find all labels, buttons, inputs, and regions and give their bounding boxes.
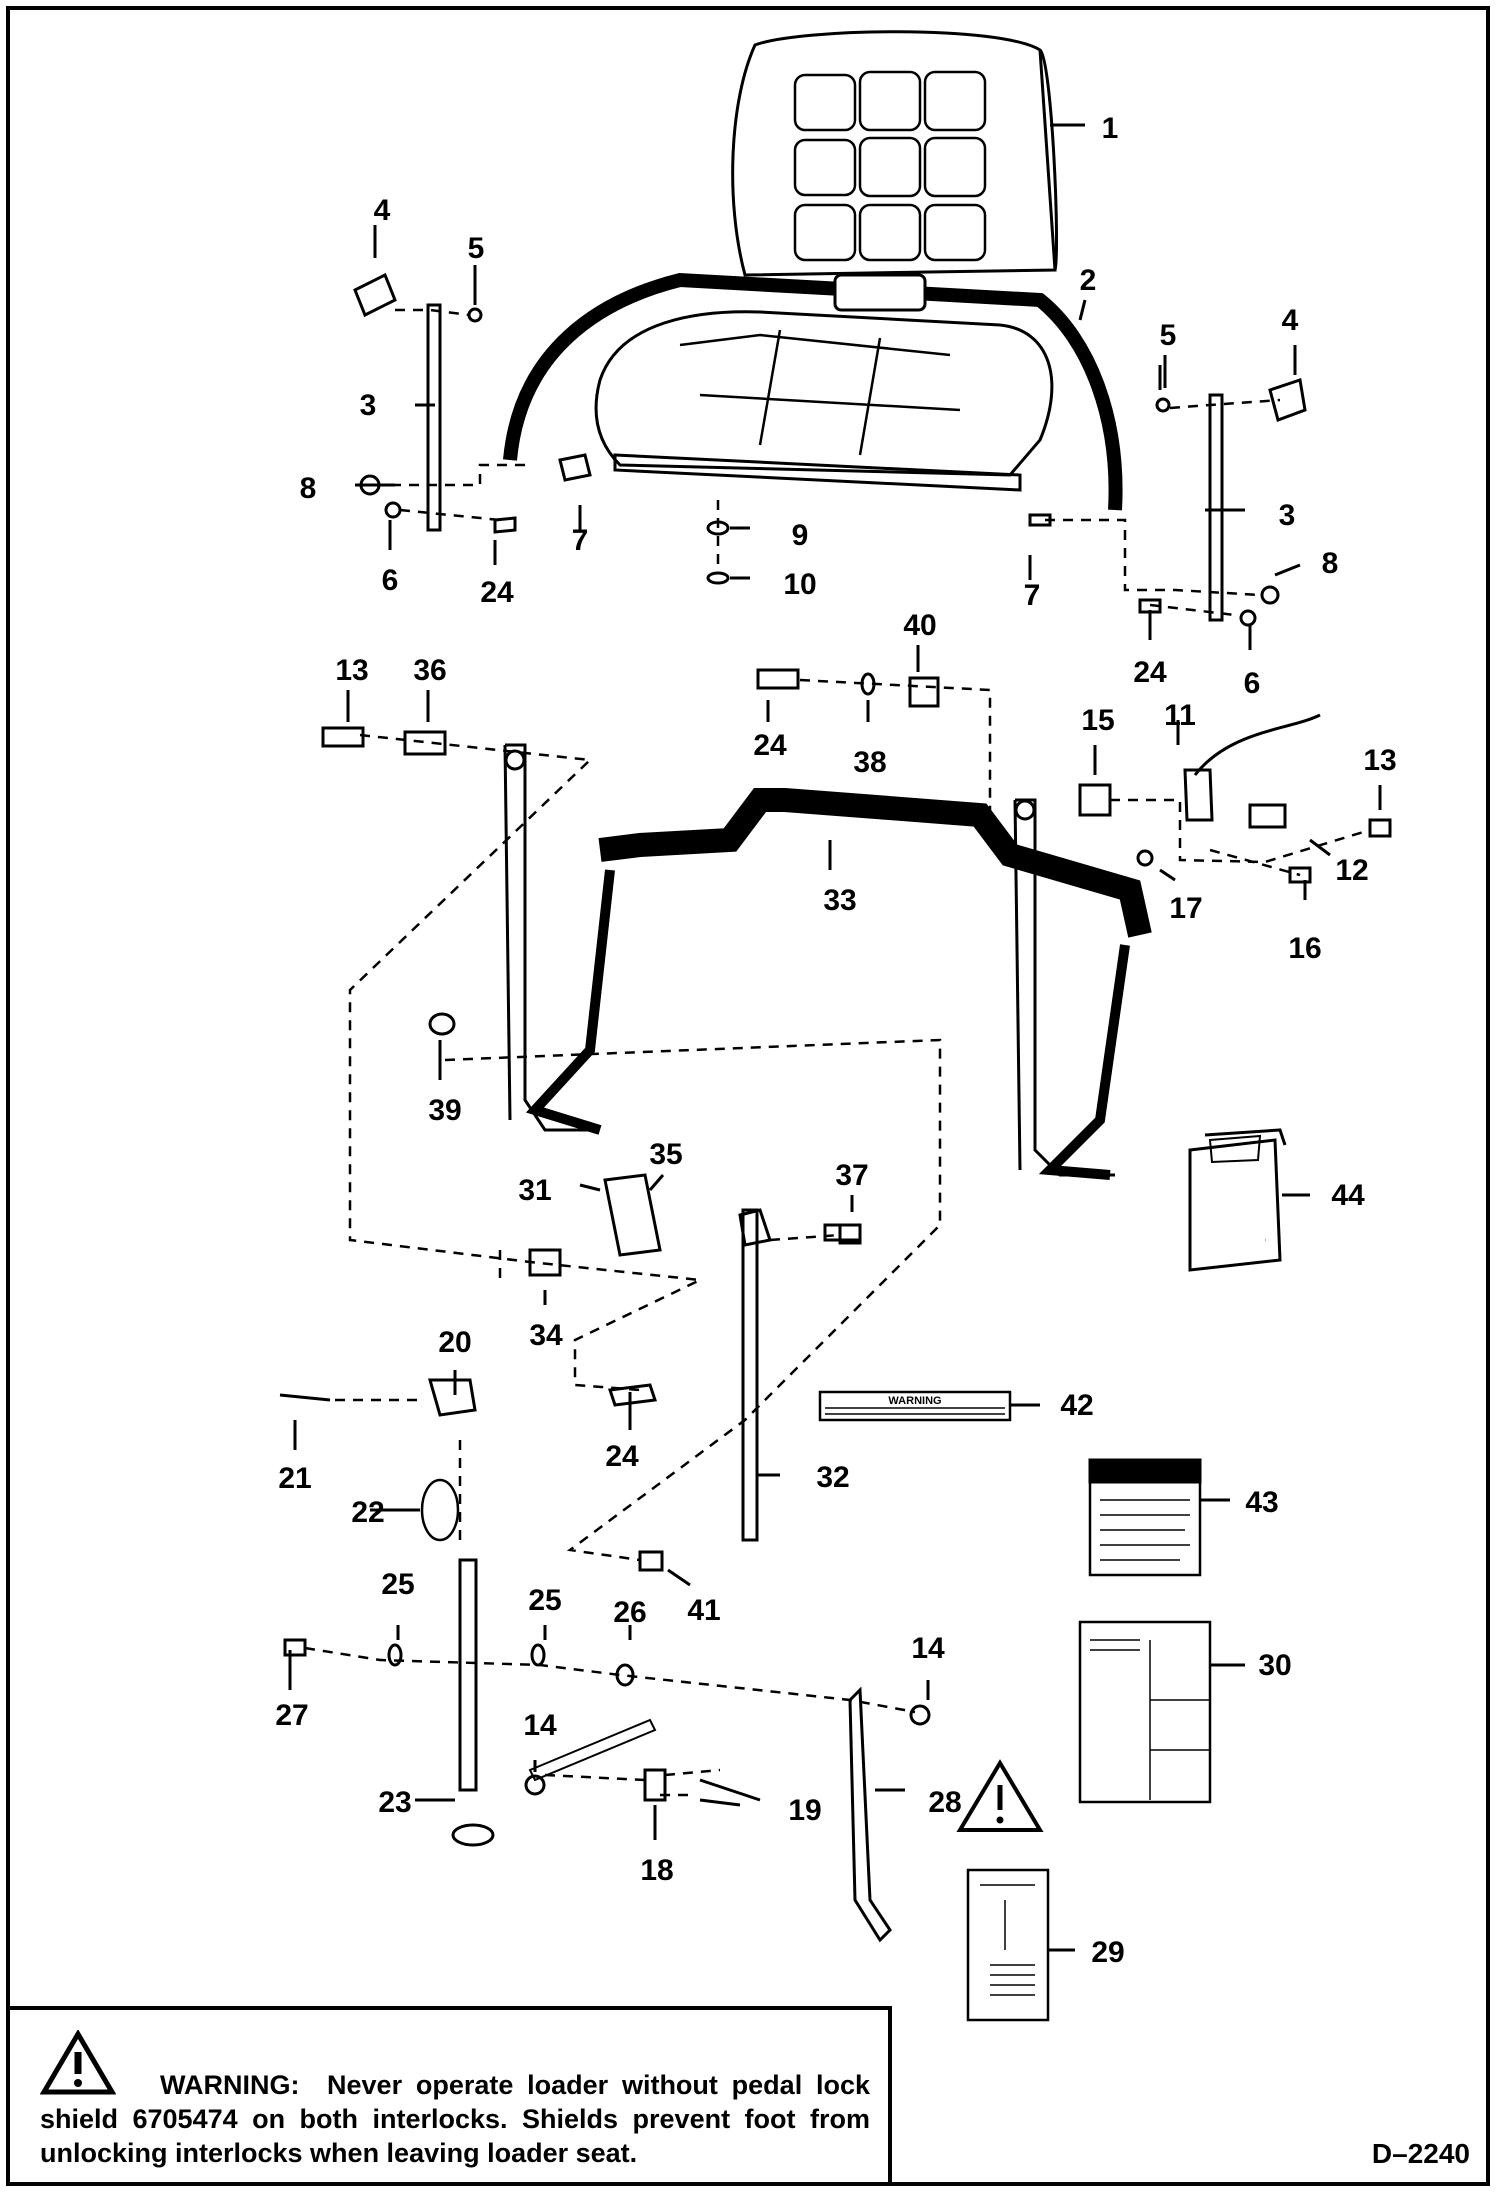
callout-40: 40	[903, 609, 936, 642]
callout-13-left: 13	[335, 654, 368, 687]
callout-25-b: 25	[528, 1584, 561, 1617]
callout-41: 41	[687, 1594, 720, 1627]
manual-44	[1188, 1128, 1287, 1272]
callout-21: 21	[278, 1462, 311, 1495]
callout-27: 27	[275, 1699, 308, 1732]
decal-29	[966, 1868, 1050, 2022]
callout-39: 39	[428, 1094, 461, 1127]
seat-belt	[503, 272, 1123, 511]
callout-44: 44	[1331, 1179, 1365, 1212]
callout-36: 36	[413, 654, 446, 687]
callout-14-top: 14	[911, 1632, 945, 1665]
callout-18: 18	[640, 1854, 673, 1887]
decal-30	[1078, 1620, 1212, 1804]
callout-20: 20	[438, 1326, 471, 1359]
callout-7-left: 7	[572, 524, 589, 557]
callout-17: 17	[1169, 892, 1202, 925]
callout-28: 28	[928, 1786, 961, 1819]
callout-2: 2	[1080, 264, 1097, 297]
callout-34: 34	[529, 1319, 563, 1352]
callout-24-b: 24	[1133, 656, 1167, 689]
callout-35: 35	[649, 1138, 682, 1171]
callout-30: 30	[1258, 1649, 1291, 1682]
callout-8-right: 8	[1322, 547, 1339, 580]
callout-5-left: 5	[468, 232, 485, 265]
callout-22: 22	[351, 1496, 384, 1529]
callout-8-left: 8	[300, 472, 317, 505]
seat-back	[731, 30, 1059, 277]
callout-1: 1	[1102, 112, 1119, 145]
warning-text: WARNING: Never operate loader without pe…	[40, 2068, 870, 2170]
bracket-left	[353, 272, 592, 534]
warning-notice: WARNING: Never operate loader without pe…	[6, 2006, 892, 2186]
warning-triangle-icon	[40, 2030, 116, 2095]
callout-3-right: 3	[1279, 499, 1296, 532]
callout-24-d: 24	[605, 1440, 639, 1473]
bracket-right	[1028, 378, 1307, 627]
callout-33: 33	[823, 884, 856, 917]
interlock-linkage	[279, 1173, 931, 1943]
callout-19: 19	[788, 1794, 821, 1827]
callout-3-left: 3	[360, 389, 377, 422]
callout-5-right: 5	[1160, 319, 1177, 352]
callout-6-left: 6	[382, 564, 399, 597]
seat-cushion	[594, 310, 1054, 492]
callout-29: 29	[1091, 1936, 1124, 1969]
callout-16: 16	[1288, 932, 1321, 965]
callout-15: 15	[1081, 704, 1114, 737]
callout-6-right: 6	[1244, 667, 1261, 700]
warning-body: Never operate loader without pedal lock …	[40, 2070, 870, 2168]
warning-triangle-icon	[956, 1759, 1044, 1832]
drawing-reference: D–2240	[1371, 2138, 1470, 2169]
seat-switch	[1078, 713, 1321, 829]
callout-31: 31	[518, 1174, 551, 1207]
callout-24-c: 24	[753, 729, 787, 762]
callout-14-bottom: 14	[523, 1709, 557, 1742]
callout-42: 42	[1060, 1389, 1093, 1422]
callout-26: 26	[613, 1596, 646, 1629]
callout-32: 32	[816, 1461, 849, 1494]
callout-23: 23	[378, 1786, 411, 1819]
callout-43: 43	[1245, 1486, 1278, 1519]
callout-37: 37	[835, 1159, 868, 1192]
callout-9: 9	[792, 519, 809, 552]
callout-7-right: 7	[1024, 579, 1041, 612]
callout-4-right: 4	[1282, 304, 1299, 337]
callout-12: 12	[1335, 854, 1368, 887]
decal-43	[1088, 1458, 1202, 1577]
callout-25-a: 25	[381, 1568, 414, 1601]
decal-42-text: WARNING	[888, 1395, 941, 1407]
callout-10: 10	[783, 568, 816, 601]
callout-4-left: 4	[374, 194, 391, 227]
lap-bar	[503, 743, 1152, 1180]
callout-11: 11	[1164, 699, 1196, 732]
callout-38: 38	[853, 746, 886, 779]
callout-13-right: 13	[1363, 744, 1396, 777]
warning-label: WARNING:	[160, 2070, 300, 2100]
callout-24-a: 24	[480, 576, 514, 609]
